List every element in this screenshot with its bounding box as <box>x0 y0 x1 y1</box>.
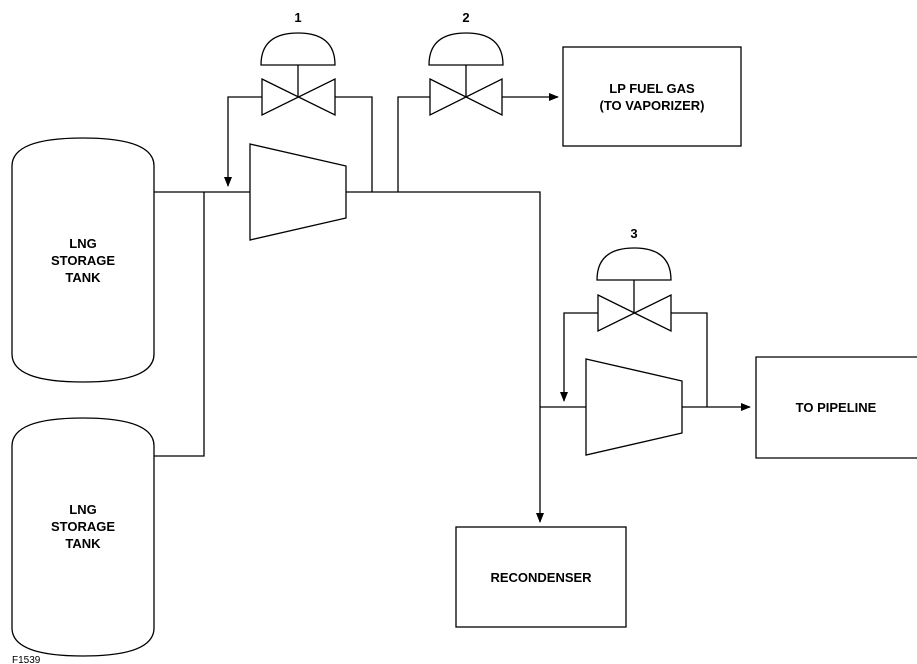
lng-storage-tank-2: LNG STORAGE TANK <box>11 417 155 657</box>
tank-2-label-line-3: TANK <box>65 536 101 551</box>
recondenser-label: RECONDENSER <box>490 570 592 585</box>
fuel-gas-label-line-1: LP FUEL GAS <box>609 81 695 96</box>
tank-1-label-line-3: TANK <box>65 270 101 285</box>
compressor-1 <box>249 143 347 241</box>
fuel-gas-line <box>397 93 559 192</box>
lng-storage-tank-1: LNG STORAGE TANK <box>11 137 155 383</box>
lp-fuel-gas-box: LP FUEL GAS (TO VAPORIZER) <box>562 46 742 147</box>
control-valve-2: 2 <box>428 10 504 117</box>
control-valve-3: 3 <box>596 226 672 333</box>
fuel-gas-label-line-2: (TO VAPORIZER) <box>600 98 705 113</box>
tank-1-label-line-2: STORAGE <box>51 253 115 268</box>
to-pipeline-box: TO PIPELINE <box>755 356 917 459</box>
recondenser-box: RECONDENSER <box>455 526 627 628</box>
compressor-1-discharge-line <box>346 191 544 523</box>
recycle-line-1 <box>224 96 373 192</box>
tank-2-label-line-1: LNG <box>69 502 96 517</box>
pipeline-label: TO PIPELINE <box>796 400 877 415</box>
tank-header-piping <box>154 191 250 457</box>
tank-1-label-line-1: LNG <box>69 236 96 251</box>
control-valve-1: 1 <box>260 10 336 117</box>
tank-2-label-line-2: STORAGE <box>51 519 115 534</box>
valve-1-number: 1 <box>294 10 301 25</box>
valve-3-number: 3 <box>630 226 637 241</box>
compressor-2 <box>585 358 683 456</box>
valve-2-number: 2 <box>462 10 469 25</box>
figure-id: F1539 <box>12 655 41 664</box>
recycle-line-3 <box>560 312 708 407</box>
